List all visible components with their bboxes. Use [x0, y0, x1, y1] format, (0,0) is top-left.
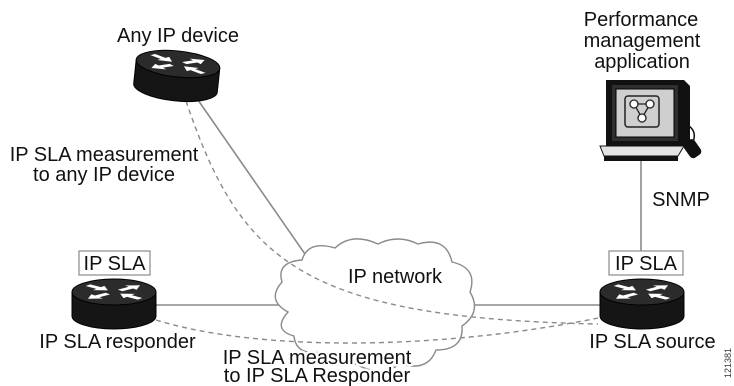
responder-ip-sla-badge-label: IP SLA [84, 253, 147, 275]
keyboard-edge [604, 156, 678, 161]
source-label: IP SLA source [589, 331, 715, 353]
figure-id: 121381 [723, 348, 733, 378]
screen-app-icon [624, 95, 660, 128]
measurement-to-responder-label-line1: IP SLA measurement [223, 347, 412, 369]
snmp-label: SNMP [652, 189, 710, 211]
performance-app-label-line3: application [594, 51, 690, 73]
measurement-path-responder [155, 317, 599, 344]
any-ip-device-label: Any IP device [117, 25, 239, 47]
screen-app-node [629, 99, 639, 109]
performance-app-label-line2: management [584, 30, 701, 52]
measurement-to-any-device-label-line2: to any IP device [33, 164, 175, 186]
keyboard-base [599, 145, 685, 157]
workstation-icon [599, 80, 702, 161]
responder-ip-sla-badge [78, 250, 151, 276]
measurement-path-any-device [185, 100, 599, 325]
mouse-icon [683, 139, 702, 159]
source-ip-sla-badge-label: IP SLA [615, 253, 678, 275]
screen-app-node [637, 113, 647, 123]
ip-network-label: IP network [348, 266, 443, 288]
responder-router-icon [71, 278, 157, 330]
screen-app-node [645, 99, 655, 109]
source-router-icon [599, 278, 685, 330]
responder-label: IP SLA responder [39, 331, 196, 353]
performance-app-label-line1: Performance [584, 9, 699, 31]
measurement-to-any-device-label-line1: IP SLA measurement [10, 144, 199, 166]
network-cloud-icon [274, 238, 476, 372]
source-ip-sla-badge [608, 250, 684, 276]
any-ip-device-router-icon [131, 46, 222, 106]
measurement-to-responder-label-line2: to IP SLA Responder [224, 365, 411, 386]
